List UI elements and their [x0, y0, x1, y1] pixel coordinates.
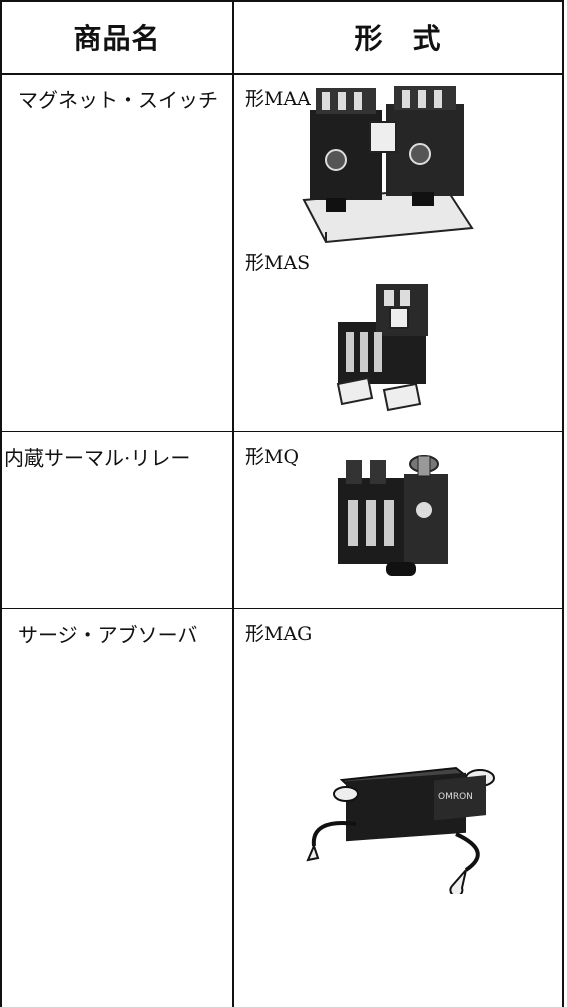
row-divider-2 [0, 608, 564, 609]
model-mag: 形MAG [245, 623, 313, 645]
model-mas: 形MAS [245, 252, 311, 274]
model-maa: 形MAA [245, 88, 311, 110]
model-mq: 形MQ [245, 446, 300, 468]
row-divider-1 [0, 431, 564, 432]
row-name-surge-absorber: サージ・アブソーバ [18, 623, 198, 647]
row-name-thermal-relay: 内蔵サーマル·リレー [4, 446, 191, 470]
table-border-left [0, 0, 2, 1007]
product-label: OMRON [438, 792, 473, 802]
relay-photo [326, 450, 456, 582]
header-model: 形 式 [354, 22, 442, 55]
surge-absorber-photo [306, 754, 498, 894]
contactor-photo [296, 80, 476, 248]
header-product-name: 商品名 [73, 22, 161, 55]
header-divider [0, 73, 564, 75]
row-name-magnet-switch: マグネット・スイッチ [18, 88, 218, 112]
contactor-photo-small [328, 278, 448, 414]
column-divider [232, 0, 234, 1007]
table-border-right [562, 0, 564, 1007]
table-border-top [0, 0, 564, 2]
